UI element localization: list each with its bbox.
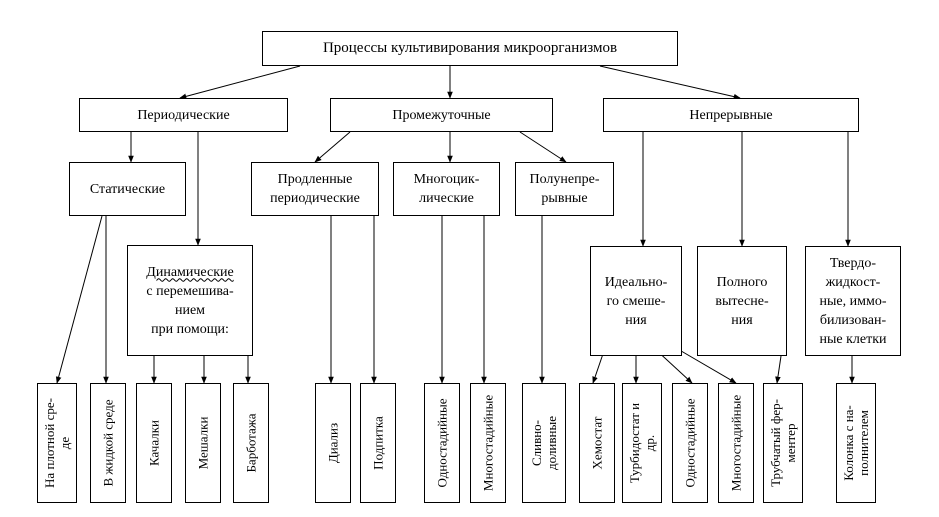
leaf-label: Турбидостат и др. <box>627 402 657 484</box>
leaf-single-stage-b: Одностадийные <box>672 383 708 503</box>
leaf-chemostat: Хемостат <box>579 383 615 503</box>
leaf-label: Многостадийные <box>728 394 744 492</box>
leaf-label: Одностадийные <box>682 398 698 488</box>
continuous-node: Непрерывные <box>603 98 859 132</box>
leaf-label: В жидкой среде <box>100 399 116 487</box>
dynamic-heading: Динамические <box>146 264 234 280</box>
leaf-shakers: Качалки <box>136 383 172 503</box>
leaf-label: Хемостат <box>589 416 605 470</box>
arrow-displacement-tubular <box>775 355 782 384</box>
leaf-dense-medium: На плотной сре- де <box>37 383 77 503</box>
leaf-multi-stage-a: Многостадийные <box>470 383 506 503</box>
arrow-ideal-multi <box>675 347 737 384</box>
periodic-node: Периодические <box>79 98 288 132</box>
arrow-root-periodic <box>179 65 301 100</box>
leaf-label: Подпитка <box>370 416 386 470</box>
leaf-label: Качалки <box>146 420 162 466</box>
leaf-bubbling: Барботажа <box>233 383 269 503</box>
leaf-single-stage-a: Одностадийные <box>424 383 460 503</box>
leaf-label: Сливно- доливные <box>529 416 559 470</box>
leaf-label: Мешалки <box>195 416 211 470</box>
leaf-liquid-medium: В жидкой среде <box>90 383 126 503</box>
leaf-dialysis: Диализ <box>315 383 351 503</box>
solid-liquid-node: Твердо- жидкост- ные, иммо- билизован- н… <box>805 246 901 356</box>
leaf-multi-stage-b: Многостадийные <box>718 383 754 503</box>
dynamic-node: Динамические с перемешива- нием при помо… <box>127 245 253 356</box>
leaf-label: Барботажа <box>243 413 259 473</box>
leaf-tubular-fermenter: Трубчатый фер- ментер <box>763 383 803 503</box>
arrow-static-dense <box>55 215 103 384</box>
multicycle-node: Многоцик- лические <box>393 162 500 216</box>
arrow-intermediate-semicontinuous <box>519 131 567 163</box>
root-node: Процессы культивирования микроорганизмов <box>262 31 678 66</box>
ideal-mixing-node: Идеально- го смеше- ния <box>590 246 682 356</box>
prolonged-node: Продленные периодические <box>251 162 379 216</box>
dynamic-description: с перемешива- нием при помощи: <box>146 283 234 337</box>
static-node: Статические <box>69 162 186 216</box>
leaf-label: Колонка с на- полнителем <box>841 405 871 481</box>
leaf-packed-column: Колонка с на- полнителем <box>836 383 876 503</box>
leaf-feeding: Подпитка <box>360 383 396 503</box>
full-displacement-node: Полного вытесне- ния <box>697 246 787 356</box>
leaf-label: Многостадийные <box>480 394 496 492</box>
leaf-label: Одностадийные <box>434 398 450 488</box>
leaf-label: Диализ <box>325 422 341 464</box>
intermediate-node: Промежуточные <box>330 98 553 132</box>
leaf-drain-fill: Сливно- доливные <box>522 383 566 503</box>
arrow-intermediate-prolonged <box>314 131 351 163</box>
leaf-mixers: Мешалки <box>185 383 221 503</box>
leaf-label: Трубчатый фер- ментер <box>768 399 798 487</box>
arrow-root-continuous <box>599 65 741 100</box>
semicontinuous-node: Полунепре- рывные <box>515 162 614 216</box>
leaf-label: На плотной сре- де <box>42 398 72 488</box>
leaf-turbidostat: Турбидостат и др. <box>622 383 662 503</box>
